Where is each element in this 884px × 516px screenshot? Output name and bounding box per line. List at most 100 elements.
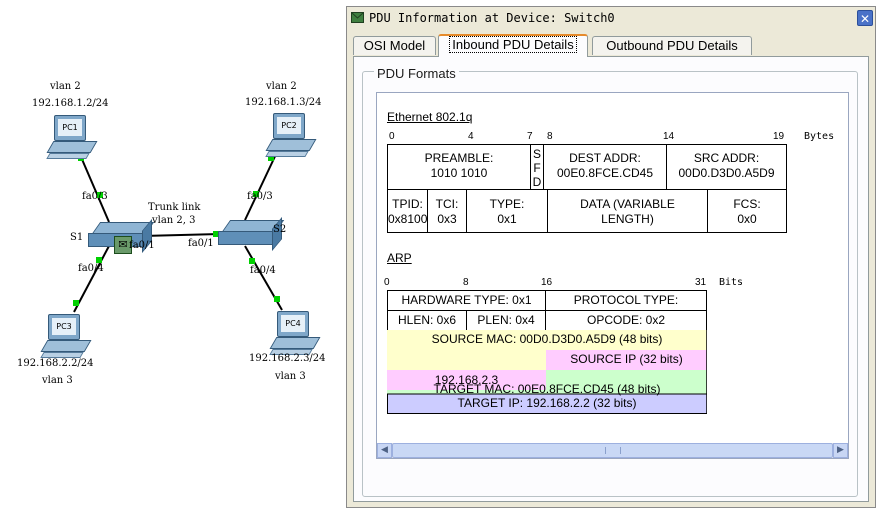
keyboard-icon xyxy=(265,151,309,157)
arrow-left-icon: ◀ xyxy=(381,445,388,455)
ruler-mark: 0 xyxy=(384,277,390,288)
field-value: 0x0 xyxy=(737,212,757,226)
link-pc2-s2 xyxy=(244,149,279,221)
ethernet-tci-field: TCI: 0x3 xyxy=(427,189,467,233)
field-label: DATA (VARIABLE xyxy=(580,197,675,211)
field-label: D xyxy=(532,175,542,189)
target-mac-area-strip xyxy=(387,390,707,394)
field-label: FCS: xyxy=(733,197,761,211)
tab-inbound-pdu-details[interactable]: Inbound PDU Details xyxy=(438,34,588,57)
close-icon: ✕ xyxy=(859,12,871,26)
port-light xyxy=(96,257,102,263)
scroll-left-button[interactable]: ◀ xyxy=(377,443,392,458)
scroll-thumb[interactable] xyxy=(392,443,833,458)
arp-units: Bits xyxy=(719,277,744,288)
pc3-device[interactable]: PC3 xyxy=(40,314,92,358)
port-light xyxy=(268,155,274,161)
arp-protocol-type-field: PROTOCOL TYPE: xyxy=(545,290,707,311)
monitor-icon: PC1 xyxy=(54,115,86,141)
tab-outbound-pdu-details[interactable]: Outbound PDU Details xyxy=(592,36,752,55)
pc2-device[interactable]: PC2 xyxy=(265,113,317,157)
s1-label: S1 xyxy=(70,232,84,243)
monitor-icon: PC4 xyxy=(277,311,309,337)
ethernet-units: Bytes xyxy=(804,131,835,142)
close-button[interactable]: ✕ xyxy=(857,10,873,26)
arp-hardware-type-field: HARDWARE TYPE: 0x1 xyxy=(387,290,546,311)
pdu-info-dialog: PDU Information at Device: Switch0 ✕ OSI… xyxy=(346,6,876,508)
port-light xyxy=(97,192,103,198)
pc-base xyxy=(46,141,98,153)
link-s1-s2-trunk xyxy=(141,233,221,237)
arp-hlen-field: HLEN: 0x6 xyxy=(387,310,467,331)
field-label: SRC ADDR: xyxy=(693,151,760,165)
port-label: fa0/1 xyxy=(129,240,155,251)
arp-title: ARP xyxy=(387,251,412,265)
arp-source-ip-label: SOURCE IP (32 bits) xyxy=(570,352,683,366)
grip-icon xyxy=(605,447,621,454)
pc2-ip-label: 192.168.1.3/24 xyxy=(245,97,322,108)
pc4-device[interactable]: PC4 xyxy=(269,311,321,355)
ethernet-src-addr-field: SRC ADDR: 00D0.D3D0.A5D9 xyxy=(666,144,787,190)
field-label: S xyxy=(532,147,541,161)
field-value: 0x1 xyxy=(497,212,517,226)
keyboard-icon xyxy=(46,153,90,159)
pc3-ip-label: 192.168.2.2/24 xyxy=(17,358,94,369)
field-label: TPID: xyxy=(392,197,423,211)
target-ip-area xyxy=(387,394,707,414)
port-light xyxy=(73,300,79,306)
pc4-ip-label: 192.168.2.3/24 xyxy=(249,353,326,364)
field-value: 00D0.D3D0.A5D9 xyxy=(678,166,775,180)
arp-address-block: SOURCE MAC: 00D0.D3D0.A5D9 (48 bits) SOU… xyxy=(387,330,707,414)
pdu-scroll-view[interactable]: Ethernet 802.1q 0 4 7 8 14 19 Bytes PREA… xyxy=(376,92,849,459)
pc1-name: PC1 xyxy=(58,119,82,136)
ethernet-data-field: DATA (VARIABLE LENGTH) xyxy=(547,189,708,233)
ethernet-dest-addr-field: DEST ADDR: 00E0.8FCE.CD45 xyxy=(543,144,667,190)
target-mac-area xyxy=(387,370,707,394)
network-topology: vlan 2 192.168.1.2/24 PC1 vlan 2 192.168… xyxy=(0,0,345,516)
field-value: 0x8100 xyxy=(388,212,428,226)
ruler-mark: 4 xyxy=(468,131,474,142)
envelope-app-icon xyxy=(351,12,364,23)
source-ip-area xyxy=(546,350,707,370)
switch-s2[interactable] xyxy=(218,217,285,251)
s2-label: S2 xyxy=(273,224,287,235)
port-light xyxy=(249,258,255,264)
ruler-mark: 31 xyxy=(695,277,707,288)
source-ip-area-continued xyxy=(387,370,546,390)
port-light xyxy=(253,191,259,197)
ruler-mark: 19 xyxy=(773,131,785,142)
pdu-formats-label: PDU Formats xyxy=(374,66,459,81)
tab-osi-model[interactable]: OSI Model xyxy=(353,36,436,55)
dialog-title: PDU Information at Device: Switch0 xyxy=(369,11,615,25)
port-label: fa0/4 xyxy=(78,263,104,274)
tab-label: Inbound PDU Details xyxy=(449,36,577,53)
pdu-formats-group xyxy=(362,71,858,497)
port-light xyxy=(213,231,219,237)
envelope-icon[interactable]: ✉ xyxy=(114,236,132,254)
pc-base xyxy=(265,139,317,151)
arp-source-ip-value: 192.168.2.3 xyxy=(434,373,499,387)
ethernet-type-field: TYPE: 0x1 xyxy=(466,189,548,233)
trunk-label-line1: Trunk link xyxy=(148,202,201,213)
ethernet-fcs-field: FCS: 0x0 xyxy=(707,189,787,233)
arp-target-ip: TARGET IP: 192.168.2.2 (32 bits) xyxy=(457,396,637,410)
pc1-device[interactable]: PC1 xyxy=(46,115,98,159)
arp-target-mac: TARGET MAC: 00E0.8FCE.CD45 (48 bits) xyxy=(433,382,661,396)
dialog-titlebar[interactable]: PDU Information at Device: Switch0 ✕ xyxy=(347,7,875,29)
ruler-mark: 7 xyxy=(527,131,533,142)
ruler-mark: 8 xyxy=(547,131,553,142)
field-label: TYPE: xyxy=(489,197,525,211)
tab-label: Outbound PDU Details xyxy=(606,38,738,53)
ethernet-tpid-field: TPID: 0x8100 xyxy=(387,189,428,233)
switch-front xyxy=(218,231,274,245)
field-label: TCI: xyxy=(435,197,459,211)
arp-opcode-field: OPCODE: 0x2 xyxy=(545,310,707,331)
ethernet-sfd-field: S F D xyxy=(530,144,544,190)
field-label: DEST ADDR: xyxy=(569,151,641,165)
pc2-vlan-label: vlan 2 xyxy=(266,81,297,92)
horizontal-scrollbar[interactable]: ◀ ▶ xyxy=(377,443,848,458)
arp-source-mac: SOURCE MAC: 00D0.D3D0.A5D9 (48 bits) xyxy=(431,332,663,346)
scroll-right-button[interactable]: ▶ xyxy=(833,443,848,458)
monitor-icon: PC2 xyxy=(273,113,305,139)
port-label: fa0/3 xyxy=(82,191,108,202)
